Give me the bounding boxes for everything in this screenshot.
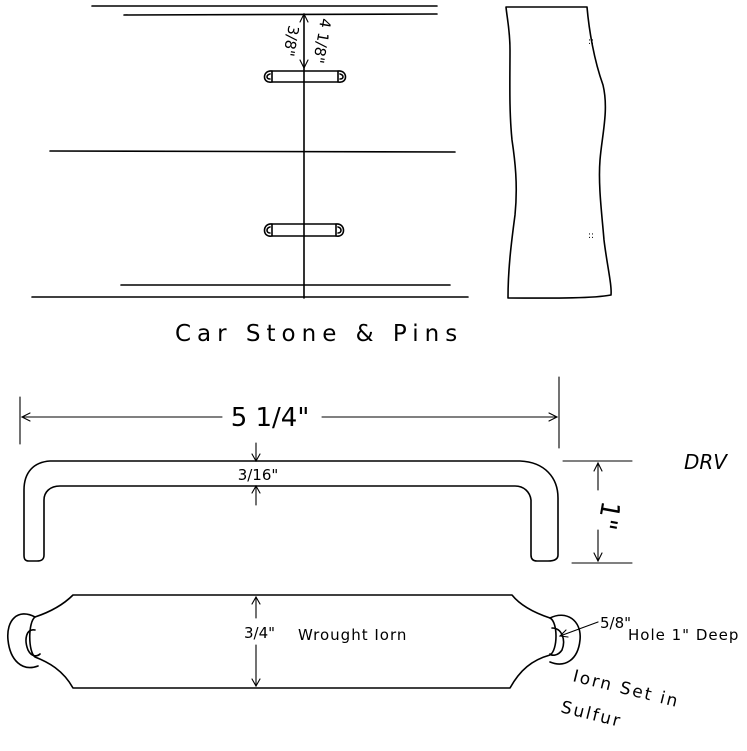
handle-plan-view: 3/4" Wrought Iorn 5/8" Hole 1" Deep Iorn… <box>7 594 739 732</box>
pin-hole-mark-upper: :: <box>588 37 594 47</box>
car-stone-plan-view: 4 1/8" 3/8" <box>31 5 469 299</box>
handle-width-label: 5 1/4" <box>231 403 310 433</box>
dim-arrow-down <box>299 59 309 70</box>
pin-offset-label: 3/8" <box>279 24 302 58</box>
set-in-label-line2: Sulfur <box>559 697 624 731</box>
hole-leader-arrow <box>558 629 569 638</box>
height-arrow-bottom <box>593 552 603 563</box>
bar-left-eye <box>7 613 41 669</box>
width-arrow-right <box>548 412 559 422</box>
thickness-arrowhead-bottom <box>251 484 261 494</box>
section-arrow-bottom <box>251 678 261 688</box>
stone-middle-course-line <box>49 150 456 153</box>
stone-side-outline <box>505 6 612 299</box>
bar-outline <box>28 594 557 689</box>
pin-hole-mark-lower: :: <box>588 231 594 241</box>
drawing-caption: Car Stone & Pins <box>175 321 463 347</box>
section-arrow-top <box>251 595 261 605</box>
width-arrow-left <box>20 412 31 422</box>
thickness-arrowhead-top <box>251 453 261 463</box>
hole-leader-line <box>559 621 599 637</box>
upper-pin <box>263 70 347 83</box>
handle-outline <box>23 460 559 562</box>
hole-depth-label: Hole 1" Deep <box>628 626 739 644</box>
material-label: Wrought Iorn <box>298 626 407 644</box>
stone-top-course-line <box>123 13 438 16</box>
upper-pin-left-eye <box>263 70 273 83</box>
bar-section-label: 3/4" <box>244 624 275 642</box>
handle-height-label: 1" <box>591 499 625 532</box>
car-stone-side-view: :: :: <box>505 6 612 299</box>
lower-pin-right-eye <box>335 223 345 237</box>
height-arrow-top <box>593 461 603 472</box>
hole-size-label: 5/8" <box>600 614 631 632</box>
drafter-initials: DRV <box>684 450 728 474</box>
lower-pin-left-eye <box>263 223 273 237</box>
upper-pin-right-eye <box>337 70 347 83</box>
lower-pin <box>263 223 345 237</box>
pin-spacing-label: 4 1/8" <box>309 17 335 65</box>
upper-pin-shank <box>271 70 339 83</box>
handle-elevation: 5 1/4" 3/16" 1" DRV <box>19 376 728 564</box>
dim-arrow-up <box>299 12 309 23</box>
bar-right-eye <box>549 614 581 665</box>
bar-thickness-label: 3/16" <box>238 466 279 484</box>
